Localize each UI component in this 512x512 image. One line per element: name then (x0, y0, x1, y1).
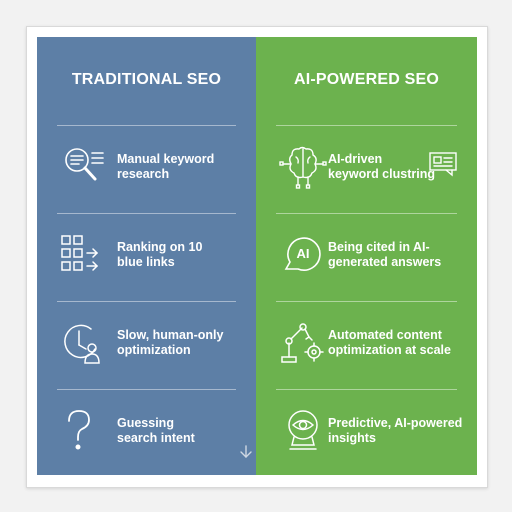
divider (57, 301, 236, 302)
ai-powered-seo-panel: AI-POWERED SEO (256, 37, 477, 475)
item-label: AI-driven keyword clustring (328, 152, 435, 181)
list-item: Predictive, AI-powered insights (256, 401, 477, 461)
clock-person-icon (59, 319, 109, 367)
robot-arm-gear-icon (278, 319, 328, 367)
item-label: Guessing search intent (117, 416, 195, 445)
comparison-card: TRADITIONAL SEO Manual keyword research (26, 26, 488, 488)
divider (276, 125, 457, 126)
list-item: Slow, human-only optimization (37, 313, 256, 373)
divider (276, 213, 457, 214)
item-label: Being cited in AI- generated answers (328, 240, 442, 269)
search-magnifier-icon (59, 143, 109, 191)
question-mark-icon (59, 407, 109, 455)
divider (57, 213, 236, 214)
ai-powered-seo-title: AI-POWERED SEO (293, 71, 440, 88)
traditional-seo-title: TRADITIONAL SEO (71, 71, 222, 88)
ai-speech-bubble-icon: AI (278, 231, 328, 279)
item-label: Predictive, AI-powered insights (328, 416, 463, 445)
list-item: AI-driven keyword clustring (256, 137, 477, 197)
traditional-seo-panel: TRADITIONAL SEO Manual keyword research (37, 37, 256, 475)
grid-arrows-icon (59, 231, 109, 279)
list-item: Manual keyword research (37, 137, 256, 197)
item-label: Ranking on 10 blue links (117, 240, 203, 269)
list-item: Automated content optimization at scale (256, 313, 477, 373)
divider (276, 389, 457, 390)
chat-window-icon (428, 151, 458, 177)
ai-icon-text: AI (296, 246, 310, 261)
list-item: Guessing search intent (37, 401, 256, 461)
chevron-down-icon (239, 445, 253, 459)
divider (276, 301, 457, 302)
list-item: Ranking on 10 blue links (37, 225, 256, 285)
item-label: Manual keyword research (117, 152, 215, 181)
brain-circuit-icon (278, 143, 328, 191)
divider (57, 125, 236, 126)
list-item: AI Being cited in AI- generated answers (256, 225, 477, 285)
divider (57, 389, 236, 390)
item-label: Automated content optimization at scale (328, 328, 451, 357)
item-label: Slow, human-only optimization (117, 328, 224, 357)
eye-crystal-ball-icon (278, 407, 328, 455)
